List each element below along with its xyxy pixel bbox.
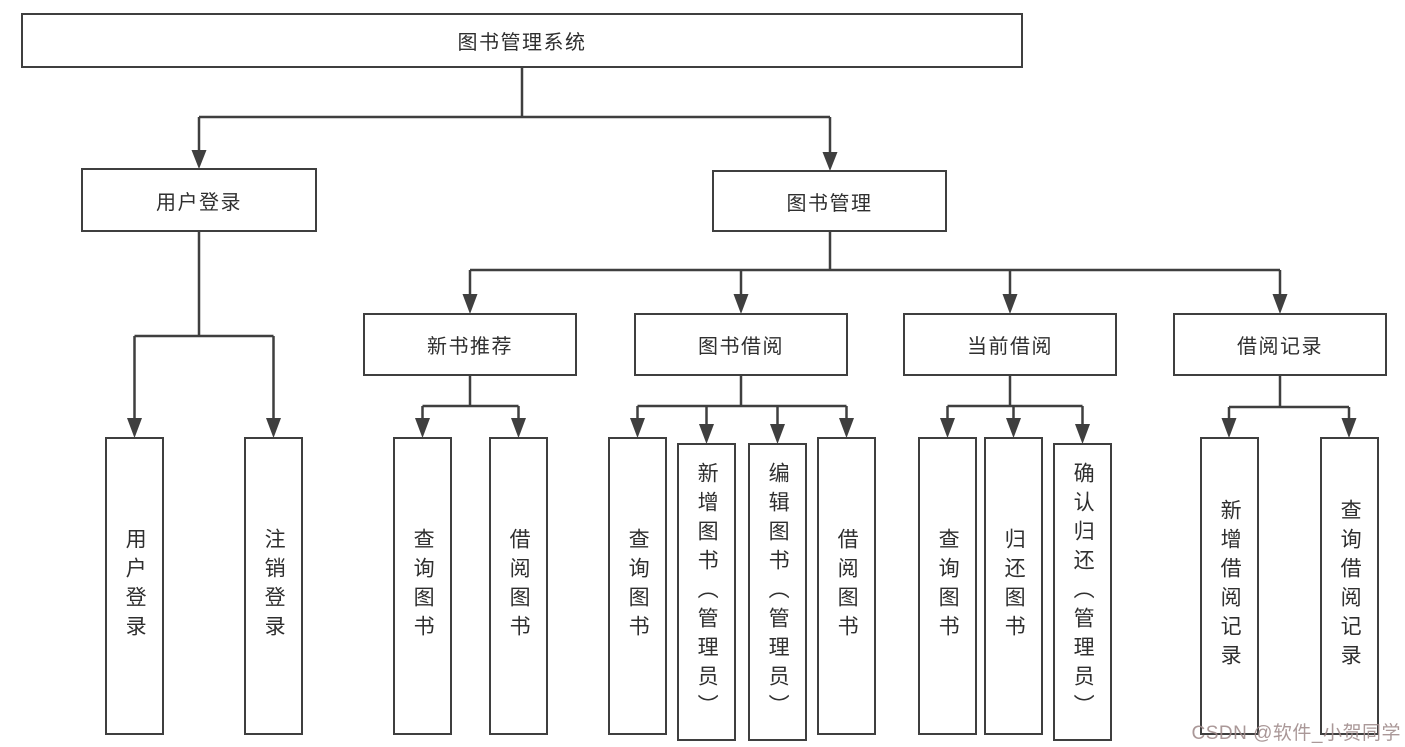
node-query-borrow-record: 查询借阅记录 <box>1320 437 1379 735</box>
node-label: 编辑图书（管理员） <box>766 461 790 723</box>
node-label: 新增借阅记录 <box>1218 499 1242 673</box>
node-label: 当前借阅 <box>967 336 1053 358</box>
node-label: 用户登录 <box>123 528 147 644</box>
node-label: 借阅记录 <box>1237 336 1323 358</box>
node-logout: 注销登录 <box>244 437 303 735</box>
node-label: 新书推荐 <box>427 336 513 358</box>
node-library-management-system: 图书管理系统 <box>21 13 1023 68</box>
node-add-borrow-record: 新增借阅记录 <box>1200 437 1259 735</box>
node-label: 图书管理 <box>786 192 873 215</box>
node-book-management: 图书管理 <box>712 170 947 232</box>
node-query-books-2: 查询图书 <box>608 437 667 735</box>
node-label: 图书管理系统 <box>457 32 587 54</box>
connector-book-borrow-branch <box>630 374 854 444</box>
node-label: 查询图书 <box>626 528 650 644</box>
connector-new-book-rec-branch <box>415 374 526 438</box>
connector-book-mgmt-branch <box>462 230 1288 314</box>
node-new-book-recommend: 新书推荐 <box>363 313 577 376</box>
node-user-login: 用户登录 <box>105 437 164 735</box>
node-label: 确认归还（管理员） <box>1071 461 1095 723</box>
node-book-borrowing: 图书借阅 <box>634 313 848 376</box>
node-borrow-books-2: 借阅图书 <box>817 437 876 735</box>
node-return-books: 归还图书 <box>984 437 1043 735</box>
node-query-books-3: 查询图书 <box>918 437 977 735</box>
node-user-login-group: 用户登录 <box>81 168 317 232</box>
node-label: 图书借阅 <box>698 336 784 358</box>
node-label: 查询图书 <box>936 528 960 644</box>
connector-root-branch <box>191 66 838 171</box>
node-add-books-admin: 新增图书（管理员） <box>677 443 736 741</box>
connector-user-login-branch <box>127 230 281 438</box>
node-label: 归还图书 <box>1002 528 1026 644</box>
node-query-books-1: 查询图书 <box>393 437 452 735</box>
node-label: 借阅图书 <box>507 528 531 644</box>
node-label: 借阅图书 <box>835 528 859 644</box>
node-label: 注销登录 <box>262 528 286 644</box>
node-borrowing-records: 借阅记录 <box>1173 313 1387 376</box>
node-label: 查询借阅记录 <box>1338 499 1362 673</box>
connector-current-borrow-branch <box>940 374 1090 444</box>
node-edit-books-admin: 编辑图书（管理员） <box>748 443 807 741</box>
node-label: 查询图书 <box>411 528 435 644</box>
node-current-borrowing: 当前借阅 <box>903 313 1117 376</box>
node-label: 新增图书（管理员） <box>695 461 719 723</box>
node-label: 用户登录 <box>156 191 242 214</box>
node-confirm-return-admin: 确认归还（管理员） <box>1053 443 1112 741</box>
node-borrow-books-1: 借阅图书 <box>489 437 548 735</box>
connector-borrow-records-branch <box>1221 374 1357 438</box>
